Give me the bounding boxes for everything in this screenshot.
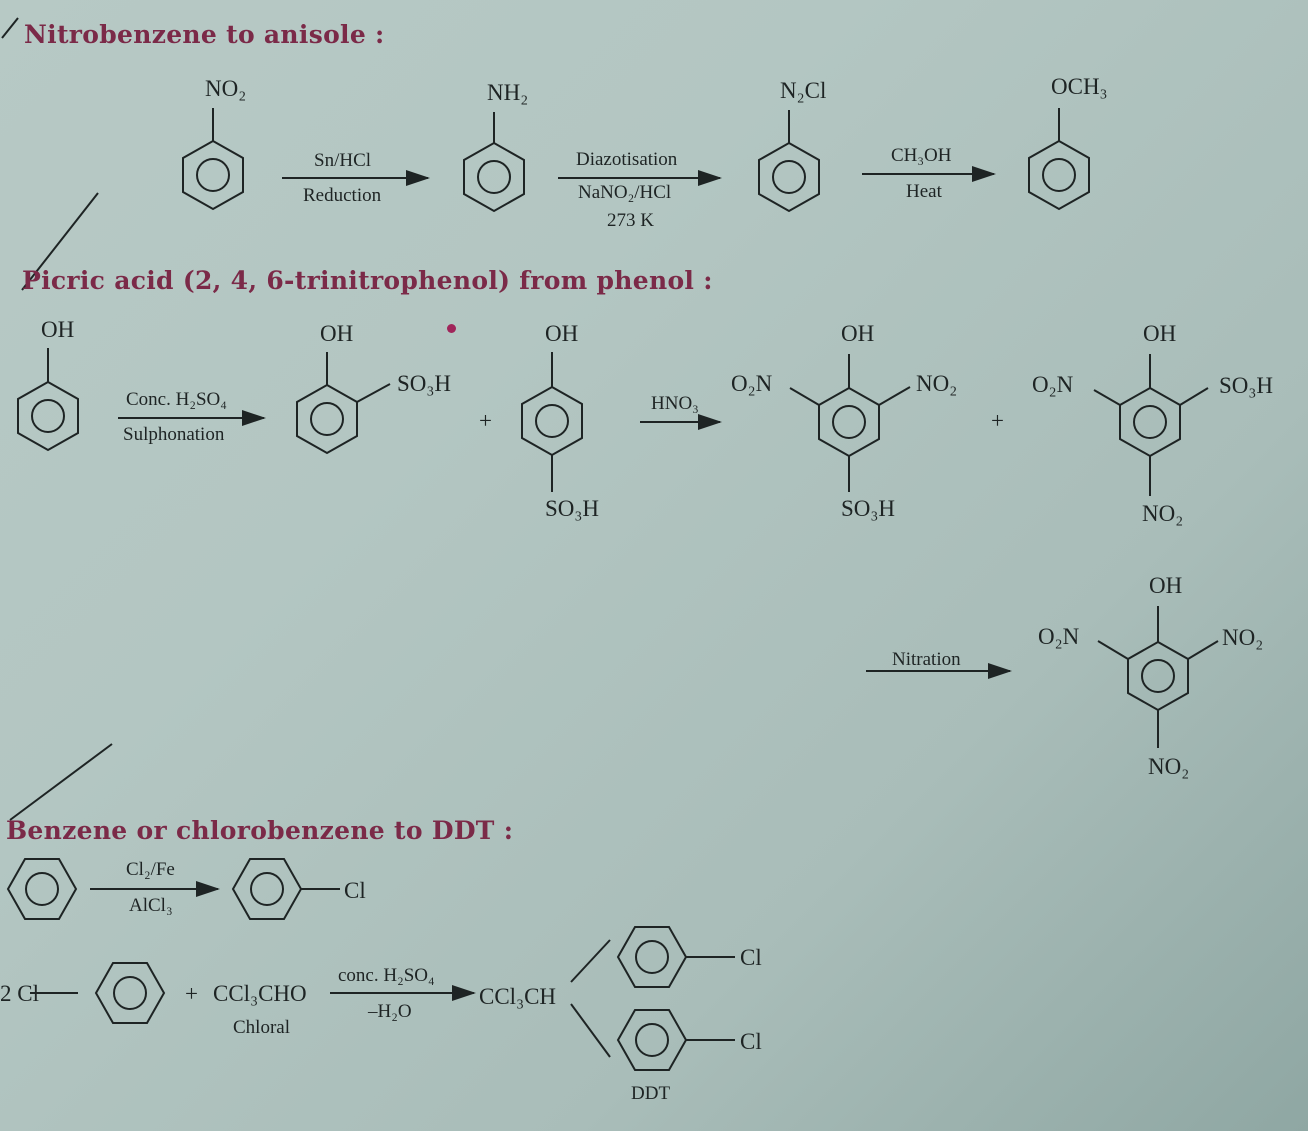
chloral-formula: CCl₃CHO	[213, 981, 307, 1006]
reagent-alcl3: AlCl₃	[129, 895, 173, 916]
product-b-oh-label: OH	[1143, 321, 1177, 346]
product-b-ring	[1093, 354, 1209, 496]
ddt-core-label: CCl₃CH	[479, 984, 557, 1009]
chlorobenzene-ring	[232, 858, 340, 920]
chloral-name-label: Chloral	[233, 1017, 290, 1038]
reagent-nano2-hcl: NaNO₂/HCl	[578, 182, 672, 203]
product-a-o2n-label: O₂N	[731, 371, 773, 396]
chlorobenzene-reactant-ring	[95, 962, 165, 1024]
product-a-so3h-label: SO₃H	[841, 496, 896, 521]
reactant-2cl-label: 2 Cl	[0, 981, 39, 1006]
pen-mark	[1, 17, 19, 39]
reagent-conc-h2so4-ddt: conc. H₂SO₄	[338, 965, 435, 986]
chlorobenzene-cl-label: Cl	[344, 878, 366, 903]
phenol-oh-label: OH	[41, 317, 75, 342]
pen-mark	[21, 192, 99, 291]
nitrobenzene-ring	[182, 108, 244, 210]
product-a-no2-label: NO₂	[916, 371, 958, 396]
ortho-phenolsulphonic-ring	[296, 352, 391, 454]
reagent-sulphonation: Sulphonation	[123, 424, 225, 445]
picric-o2n-label: O₂N	[1038, 624, 1080, 649]
picric-no2-bottom-label: NO₂	[1148, 754, 1190, 779]
diazonium-group-label: N₂Cl	[780, 78, 827, 103]
reagent-ch3oh: CH₃OH	[891, 145, 952, 166]
amino-group-label: NH₂	[487, 80, 529, 105]
nitro-group-label: NO₂	[205, 76, 247, 101]
ddt-cl-bottom-label: Cl	[740, 1029, 762, 1054]
anisole-ring	[1028, 108, 1090, 210]
methoxy-group-label: OCH₃	[1051, 74, 1108, 99]
ortho-oh-label: OH	[320, 321, 354, 346]
reagent-minus-h2o: –H₂O	[368, 1001, 412, 1022]
reagent-conc-h2so4: Conc. H₂SO₄	[126, 389, 227, 410]
plus-sign: +	[991, 408, 1004, 433]
reagent-hno3: HNO₃	[651, 393, 699, 414]
product-b-o2n-label: O₂N	[1032, 372, 1074, 397]
ddt-cl-top-label: Cl	[740, 945, 762, 970]
para-oh-label: OH	[545, 321, 579, 346]
reagent-cl2-fe: Cl₂/Fe	[126, 859, 175, 880]
reagent-273k: 273 K	[607, 210, 654, 231]
plus-sign: +	[185, 981, 198, 1006]
reagent-nitration: Nitration	[892, 649, 961, 670]
reagent-reduction: Reduction	[303, 185, 382, 206]
phenol-ring	[17, 348, 79, 451]
pen-mark	[9, 743, 113, 821]
picric-acid-ring	[1097, 606, 1219, 748]
reagent-diazotisation: Diazotisation	[576, 149, 678, 170]
section-title-nitrobenzene-anisole: Nitrobenzene to anisole :	[24, 20, 385, 49]
reagent-sn-hcl: Sn/HCl	[314, 150, 372, 171]
ddt-upper-ring	[617, 926, 735, 988]
reagent-heat: Heat	[906, 181, 942, 202]
ortho-so3h-label: SO₃H	[397, 371, 452, 396]
product-b-no2-label: NO₂	[1142, 501, 1184, 526]
product-a-oh-label: OH	[841, 321, 875, 346]
product-a-ring	[789, 354, 911, 492]
red-dot-mark	[447, 324, 456, 333]
diazonium-ring	[758, 110, 820, 212]
ddt-lower-ring	[617, 1009, 735, 1071]
benzene-ring	[7, 858, 77, 920]
para-so3h-label: SO₃H	[545, 496, 600, 521]
plus-sign: +	[479, 408, 492, 433]
ddt-name-label: DDT	[631, 1083, 671, 1104]
para-phenolsulphonic-ring	[521, 352, 583, 492]
section-title-ddt: Benzene or chlorobenzene to DDT :	[6, 816, 514, 845]
picric-no2-right-label: NO₂	[1222, 625, 1264, 650]
section-title-picric-acid: Picric acid (2, 4, 6-trinitrophenol) fro…	[22, 266, 713, 295]
aniline-ring	[463, 112, 525, 212]
picric-oh-label: OH	[1149, 573, 1183, 598]
product-b-so3h-label: SO₃H	[1219, 373, 1274, 398]
